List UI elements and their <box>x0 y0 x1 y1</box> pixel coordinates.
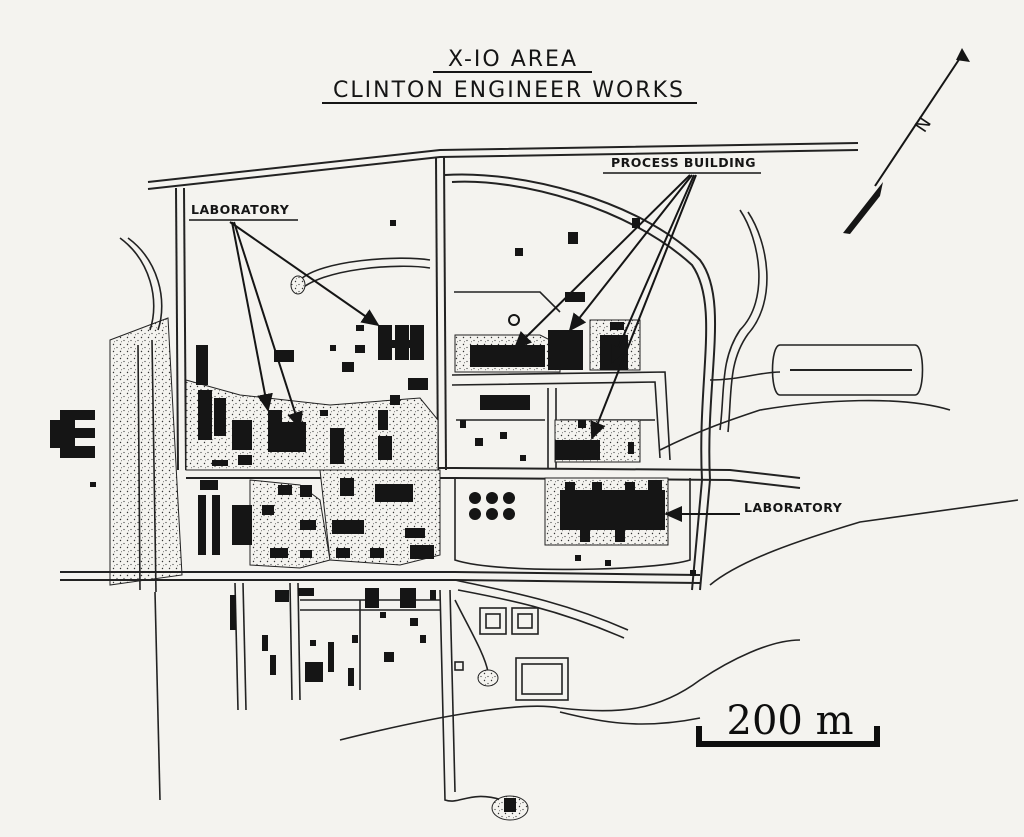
north-arrow-tail-icon <box>843 182 883 234</box>
title-line-1: X-IO AREA <box>448 47 578 72</box>
scale-bar-label: 200 m <box>727 698 854 744</box>
title-line-2: CLINTON ENGINEER WORKS <box>333 78 685 103</box>
north-label: N <box>911 113 936 136</box>
label-laboratory-west: LABORATORY <box>191 202 290 217</box>
callout-process-building: PROCESS BUILDING <box>513 155 761 440</box>
scale-bar: 200 m <box>696 698 880 747</box>
label-process-building: PROCESS BUILDING <box>611 155 756 170</box>
north-arrow: N <box>843 48 970 234</box>
north-arrow-head-icon <box>956 48 970 62</box>
building <box>50 410 95 458</box>
label-laboratory-east: LABORATORY <box>744 500 843 515</box>
map-title: X-IO AREA CLINTON ENGINEER WORKS <box>322 47 697 104</box>
callout-laboratory-east: LABORATORY <box>664 500 843 522</box>
buildings <box>50 218 696 701</box>
callout-laboratory-west: LABORATORY <box>189 202 380 430</box>
